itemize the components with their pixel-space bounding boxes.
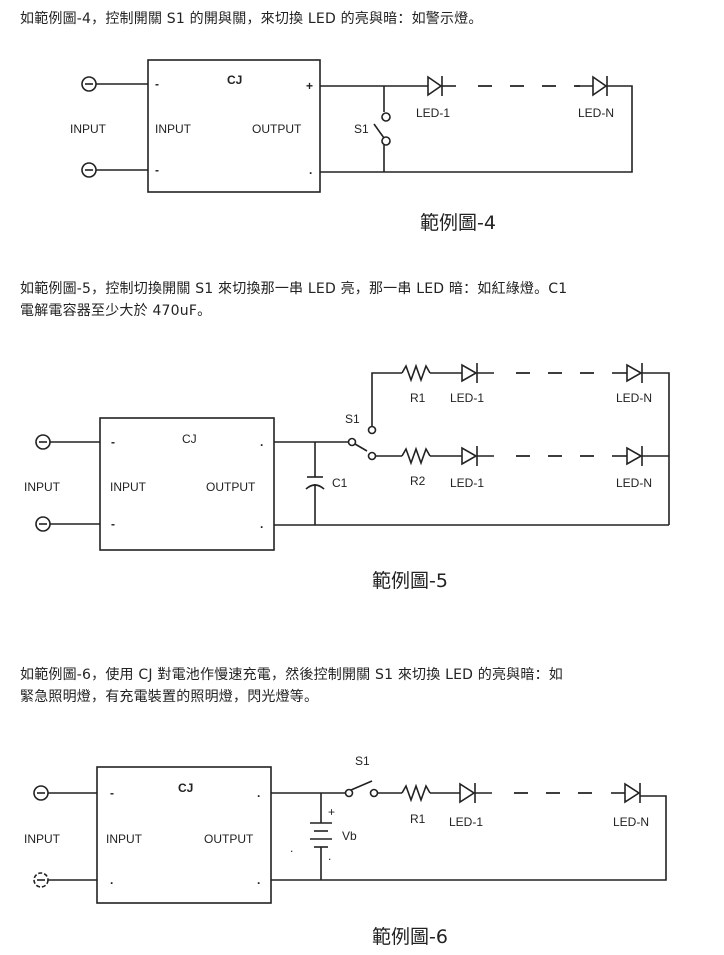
battery-vb: + . bbox=[310, 805, 335, 863]
pin-minus: - bbox=[155, 163, 159, 177]
led-1-label: LED-1 bbox=[416, 106, 450, 120]
input-inner-label: INPUT bbox=[106, 832, 143, 846]
svg-text:+: + bbox=[328, 805, 335, 819]
example5-description-line2: 電解電容器至少大於 470uF。 bbox=[20, 303, 212, 319]
return-wire bbox=[320, 85, 633, 173]
input-terminal-bottom bbox=[33, 872, 49, 888]
module-label: CJ bbox=[178, 781, 193, 795]
resistor-r2-label: R2 bbox=[410, 474, 426, 488]
figure-6-caption: 範例圖-6 bbox=[372, 926, 448, 948]
pin-minus: - bbox=[110, 786, 114, 800]
input-outer-label: INPUT bbox=[70, 122, 107, 136]
battery-label: Vb bbox=[342, 829, 357, 843]
input-terminal-top bbox=[33, 785, 49, 801]
input-inner-label: INPUT bbox=[110, 480, 147, 494]
switch-s1 bbox=[373, 112, 391, 146]
module-label: CJ bbox=[182, 432, 197, 446]
pin-dot: . bbox=[257, 873, 260, 887]
pin-plus: + bbox=[306, 79, 313, 93]
return-wire bbox=[271, 795, 667, 881]
led-1-label: LED-1 bbox=[450, 476, 484, 490]
pin-dot: . bbox=[309, 163, 312, 177]
cj-module bbox=[96, 766, 272, 904]
led-n-lower bbox=[612, 446, 669, 466]
led-n-label: LED-N bbox=[613, 815, 649, 829]
led-1-label: LED-1 bbox=[449, 815, 483, 829]
switch-label: S1 bbox=[345, 412, 360, 426]
example6-description-line1: 如範例圖-6，使用 CJ 對電池作慢速充電，然後控制開關 S1 來切換 LED … bbox=[20, 667, 563, 683]
led-n-label: LED-N bbox=[578, 106, 614, 120]
circuit-diagram-4: INPUT - - + . CJ INPUT OUTPUT S1 LED-1 L… bbox=[70, 59, 633, 193]
svg-text:.: . bbox=[328, 849, 331, 863]
pin-dot: . bbox=[260, 517, 263, 531]
example6-description-line2: 緊急照明燈，有充電裝置的照明燈，閃光燈等。 bbox=[20, 689, 319, 705]
module-label: CJ bbox=[227, 73, 242, 87]
output-inner-label: OUTPUT bbox=[206, 480, 256, 494]
figure-5-caption: 範例圖-5 bbox=[372, 570, 448, 592]
wire bbox=[371, 372, 402, 426]
pin-minus: - bbox=[155, 77, 159, 91]
led-1 bbox=[427, 75, 456, 97]
resistor-r2 bbox=[401, 446, 431, 466]
output-inner-label: OUTPUT bbox=[204, 832, 254, 846]
pin-minus: - bbox=[111, 435, 115, 449]
led-1-upper bbox=[461, 363, 494, 383]
resistor-r1-label: R1 bbox=[410, 391, 426, 405]
resistor-r1-label: R1 bbox=[410, 812, 426, 826]
led-n-label: LED-N bbox=[616, 391, 652, 405]
example4-description: 如範例圖-4，控制開關 S1 的開與關，來切換 LED 的亮與暗：如警示燈。 bbox=[20, 11, 483, 27]
circuit-diagram-5: INPUT - - . . CJ INPUT OUTPUT C1 S1 R1 L… bbox=[24, 363, 670, 551]
switch-label: S1 bbox=[354, 122, 369, 136]
led-n bbox=[611, 782, 641, 804]
resistor-r1 bbox=[401, 363, 431, 383]
switch-s1 bbox=[347, 425, 377, 461]
capacitor-label: C1 bbox=[332, 476, 348, 490]
figure-4-caption: 範例圖-4 bbox=[420, 212, 496, 234]
input-outer-label: INPUT bbox=[24, 480, 61, 494]
pin-dot: . bbox=[257, 786, 260, 800]
pin-dot: . bbox=[110, 873, 113, 887]
wire bbox=[642, 372, 670, 525]
stray-dot: . bbox=[290, 841, 293, 855]
pin-minus: - bbox=[111, 517, 115, 531]
led-n-label: LED-N bbox=[616, 476, 652, 490]
switch-s1 bbox=[344, 780, 379, 798]
input-outer-label: INPUT bbox=[24, 832, 61, 846]
pin-dot: . bbox=[260, 435, 263, 449]
resistor-r1 bbox=[401, 783, 431, 803]
led-1-lower bbox=[461, 446, 494, 466]
led-1-label: LED-1 bbox=[450, 391, 484, 405]
cj-module bbox=[99, 417, 275, 551]
output-inner-label: OUTPUT bbox=[252, 122, 302, 136]
example5-description-line1: 如範例圖-5，控制切換開關 S1 來切換那一串 LED 亮，那一串 LED 暗：… bbox=[20, 281, 568, 297]
cj-module bbox=[147, 59, 321, 193]
input-inner-label: INPUT bbox=[155, 122, 192, 136]
led-1 bbox=[459, 782, 492, 804]
switch-label: S1 bbox=[355, 754, 370, 768]
